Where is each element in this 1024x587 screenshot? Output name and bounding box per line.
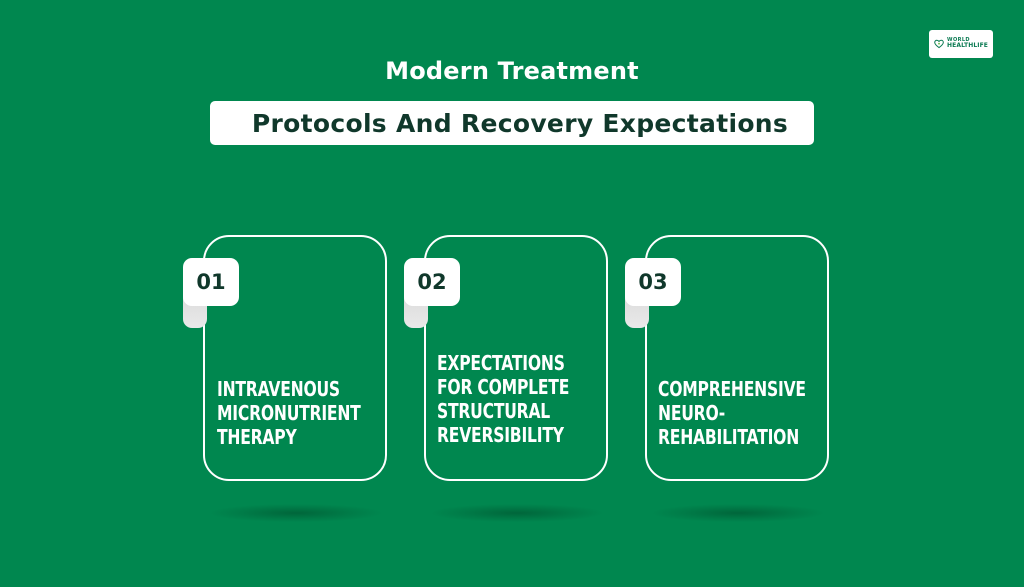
logo-line-2: HEALTHLIFE	[947, 42, 988, 50]
card-2	[424, 235, 608, 481]
card-number-badge: 03	[625, 258, 681, 306]
card-text-line: EXPECTATIONS	[437, 351, 565, 375]
card-text-line: INTRAVENOUS	[217, 377, 340, 401]
card-text-line: STRUCTURAL	[437, 399, 551, 423]
card-text-line: COMPREHENSIVE	[658, 377, 806, 401]
brand-logo: WORLD HEALTHLIFE	[929, 30, 993, 58]
card-number-badge: 02	[404, 258, 460, 306]
card-text-line: REVERSIBILITY	[437, 423, 564, 447]
card-text-line: MICRONUTRIENT	[217, 401, 361, 425]
card-text-line: NEURO-	[658, 401, 726, 425]
card-1	[203, 235, 387, 481]
card-3	[645, 235, 829, 481]
logo-wordmark: WORLD HEALTHLIFE	[947, 37, 988, 50]
card-text-line: THERAPY	[217, 425, 297, 449]
card-floor-shadow	[211, 504, 381, 522]
card-text-line: FOR COMPLETE	[437, 375, 570, 399]
card-floor-shadow	[653, 504, 823, 522]
heart-stethoscope-icon	[934, 39, 944, 49]
page-title: Modern Treatment	[385, 57, 639, 85]
card-text-line: REHABILITATION	[658, 425, 800, 449]
card-number-badge: 01	[183, 258, 239, 306]
logo-line-1: WORLD	[947, 37, 970, 44]
card-1-text: INTRAVENOUS MICRONUTRIENT THERAPY	[217, 377, 361, 449]
card-3-text: COMPREHENSIVE NEURO- REHABILITATION	[658, 377, 806, 449]
page-subtitle-banner: Protocols And Recovery Expectations	[210, 101, 814, 145]
card-2-text: EXPECTATIONS FOR COMPLETE STRUCTURAL REV…	[437, 351, 569, 447]
card-floor-shadow	[432, 504, 602, 522]
